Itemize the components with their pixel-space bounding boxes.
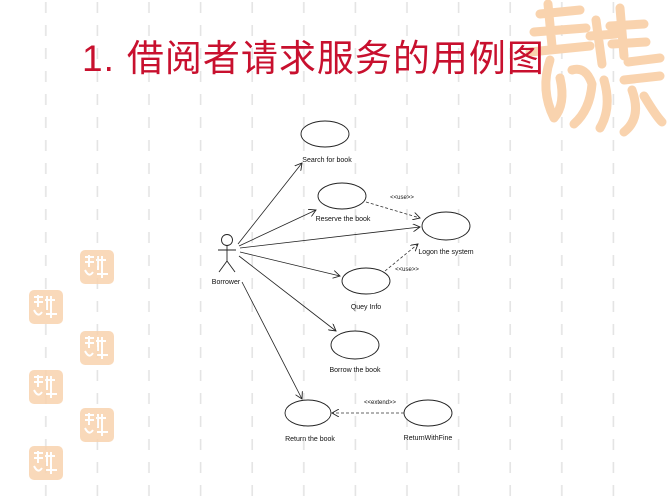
use-case-search[interactable] bbox=[300, 120, 350, 148]
association-reserve bbox=[238, 210, 316, 247]
association-logon bbox=[239, 227, 420, 249]
seal-stamp bbox=[80, 250, 114, 284]
use-case-borrow[interactable] bbox=[330, 330, 380, 360]
slide-title: 1. 借阅者请求服务的用例图 bbox=[82, 36, 545, 82]
actor-borrower[interactable] bbox=[218, 234, 236, 273]
seal-stamp bbox=[80, 331, 114, 365]
title-number: 1. bbox=[82, 38, 115, 79]
use-case-label: Logon the system bbox=[418, 249, 473, 256]
association-search bbox=[237, 163, 302, 245]
use-case-label: Return the book bbox=[285, 436, 335, 443]
seal-stamp bbox=[29, 290, 63, 324]
use-case-label: Quey Info bbox=[351, 304, 381, 311]
use-label: <<use>> bbox=[390, 195, 414, 201]
use-case-logon[interactable] bbox=[421, 211, 471, 241]
use-case-label: Reserve the book bbox=[316, 216, 371, 223]
use-case-return-with-fine[interactable] bbox=[403, 399, 453, 427]
use-label: <<use>> bbox=[395, 267, 419, 273]
use-case-label: Borrow the book bbox=[330, 367, 381, 374]
association-borrow bbox=[238, 255, 336, 331]
extend-label: <<extend>> bbox=[364, 400, 397, 406]
title-text: 借阅者请求服务的用例图 bbox=[126, 37, 545, 80]
actor-label: Borrower bbox=[212, 279, 241, 286]
association-return bbox=[241, 281, 302, 399]
use-dependency-query-logon bbox=[384, 244, 418, 272]
use-case-label: ReturnWithFine bbox=[404, 435, 453, 442]
stick-figure-actor-icon bbox=[221, 234, 233, 246]
use-case-reserve[interactable] bbox=[317, 182, 367, 210]
use-dependency-reserve-logon bbox=[365, 201, 420, 218]
calligraphy-watermark bbox=[525, 0, 667, 137]
seal-stamp bbox=[29, 370, 63, 404]
use-case-label: Search for book bbox=[302, 157, 352, 164]
use-case-query[interactable] bbox=[341, 267, 391, 295]
seal-stamp bbox=[80, 408, 114, 442]
use-case-return[interactable] bbox=[284, 399, 332, 427]
association-query bbox=[239, 251, 340, 276]
seal-stamp bbox=[29, 446, 63, 480]
